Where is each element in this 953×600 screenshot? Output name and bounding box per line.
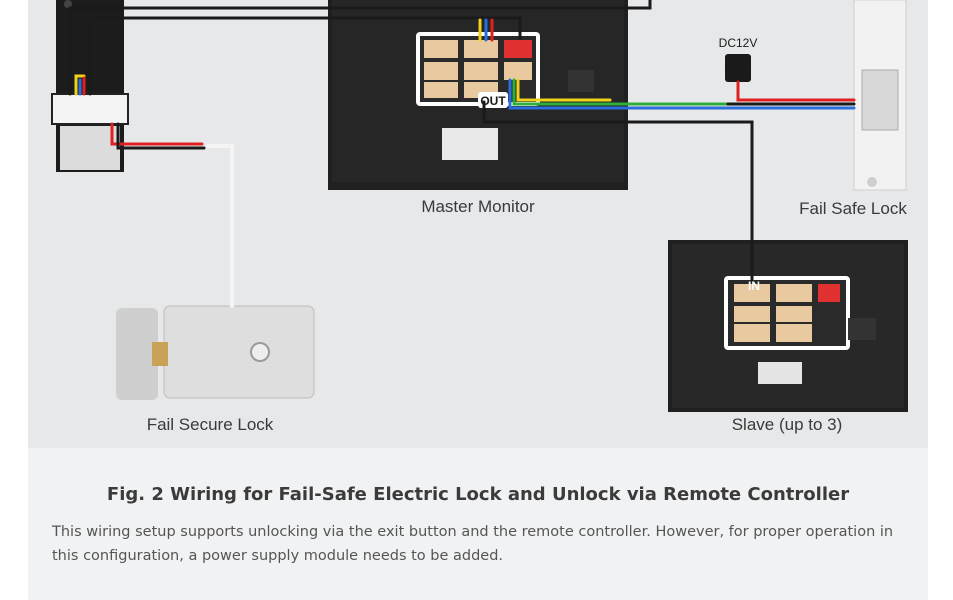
power-supply: DC12V	[719, 36, 758, 82]
figure-title: Fig. 2 Wiring for Fail-Safe Electric Loc…	[106, 484, 850, 505]
figure-description: This wiring setup supports unlocking via…	[52, 524, 894, 564]
wiring-diagram-panel: OUT DC12V	[28, 0, 928, 448]
dc12v-label: DC12V	[719, 36, 758, 50]
in-port-label: IN	[748, 279, 760, 293]
slave-monitor: IN	[668, 240, 908, 412]
out-port-label: OUT	[480, 94, 506, 108]
fail-safe-lock-label: Fail Safe Lock	[799, 199, 907, 218]
caption-area: Fig. 2 Wiring for Fail-Safe Electric Loc…	[28, 448, 928, 600]
fail-safe-lock	[853, 0, 907, 191]
master-monitor-label: Master Monitor	[421, 197, 535, 216]
wiring-diagram: OUT DC12V	[51, 0, 908, 434]
wires	[68, 0, 856, 308]
slave-label: Slave (up to 3)	[732, 415, 843, 434]
fail-secure-lock-label: Fail Secure Lock	[147, 415, 274, 434]
fail-secure-lock	[116, 305, 315, 400]
master-monitor: OUT	[328, 0, 628, 190]
